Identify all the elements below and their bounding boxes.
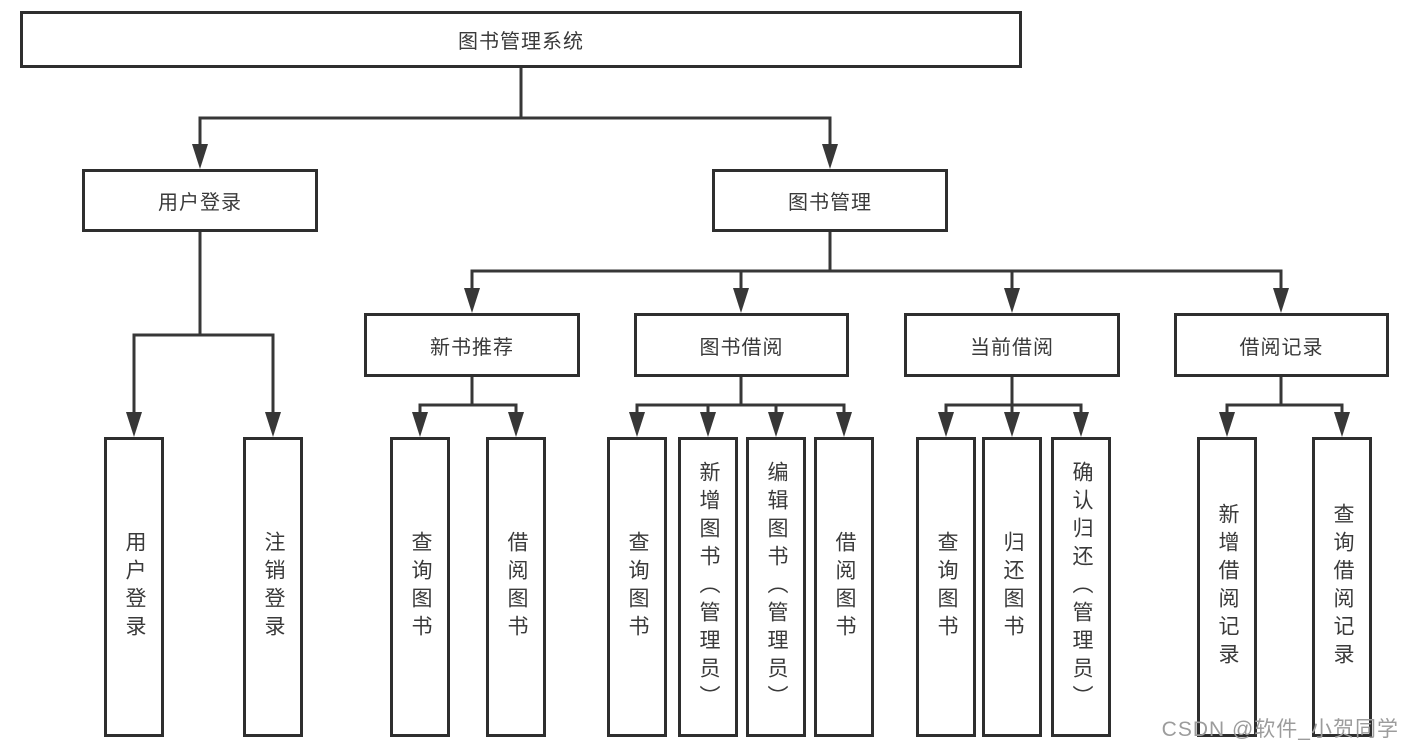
- node-add-borrow-record: 新增借阅记录: [1197, 437, 1257, 737]
- node-confirm-return-admin: 确认归还（管理员）: [1051, 437, 1111, 737]
- node-logout-leaf: 注销登录: [243, 437, 303, 737]
- node-edit-books-admin: 编辑图书（管理员）: [746, 437, 806, 737]
- node-user-login-leaf: 用户登录: [104, 437, 164, 737]
- watermark-text: CSDN @软件_小贺同学: [1161, 718, 1399, 741]
- node-query-books-borrowing: 查询图书: [607, 437, 667, 737]
- node-book-borrowing: 图书借阅: [634, 313, 849, 377]
- node-new-book-recommend: 新书推荐: [364, 313, 580, 377]
- node-book-management-branch: 图书管理: [712, 169, 948, 232]
- node-library-management-system: 图书管理系统: [20, 11, 1022, 68]
- node-borrow-books-recommend: 借阅图书: [486, 437, 546, 737]
- node-borrow-books-borrowing: 借阅图书: [814, 437, 874, 737]
- node-return-books: 归还图书: [982, 437, 1042, 737]
- node-current-borrowing: 当前借阅: [904, 313, 1120, 377]
- node-query-borrow-record: 查询借阅记录: [1312, 437, 1372, 737]
- node-add-books-admin: 新增图书（管理员）: [678, 437, 738, 737]
- node-borrowing-records: 借阅记录: [1174, 313, 1389, 377]
- node-user-login-branch: 用户登录: [82, 169, 318, 232]
- node-query-books-current: 查询图书: [916, 437, 976, 737]
- node-query-books-recommend: 查询图书: [390, 437, 450, 737]
